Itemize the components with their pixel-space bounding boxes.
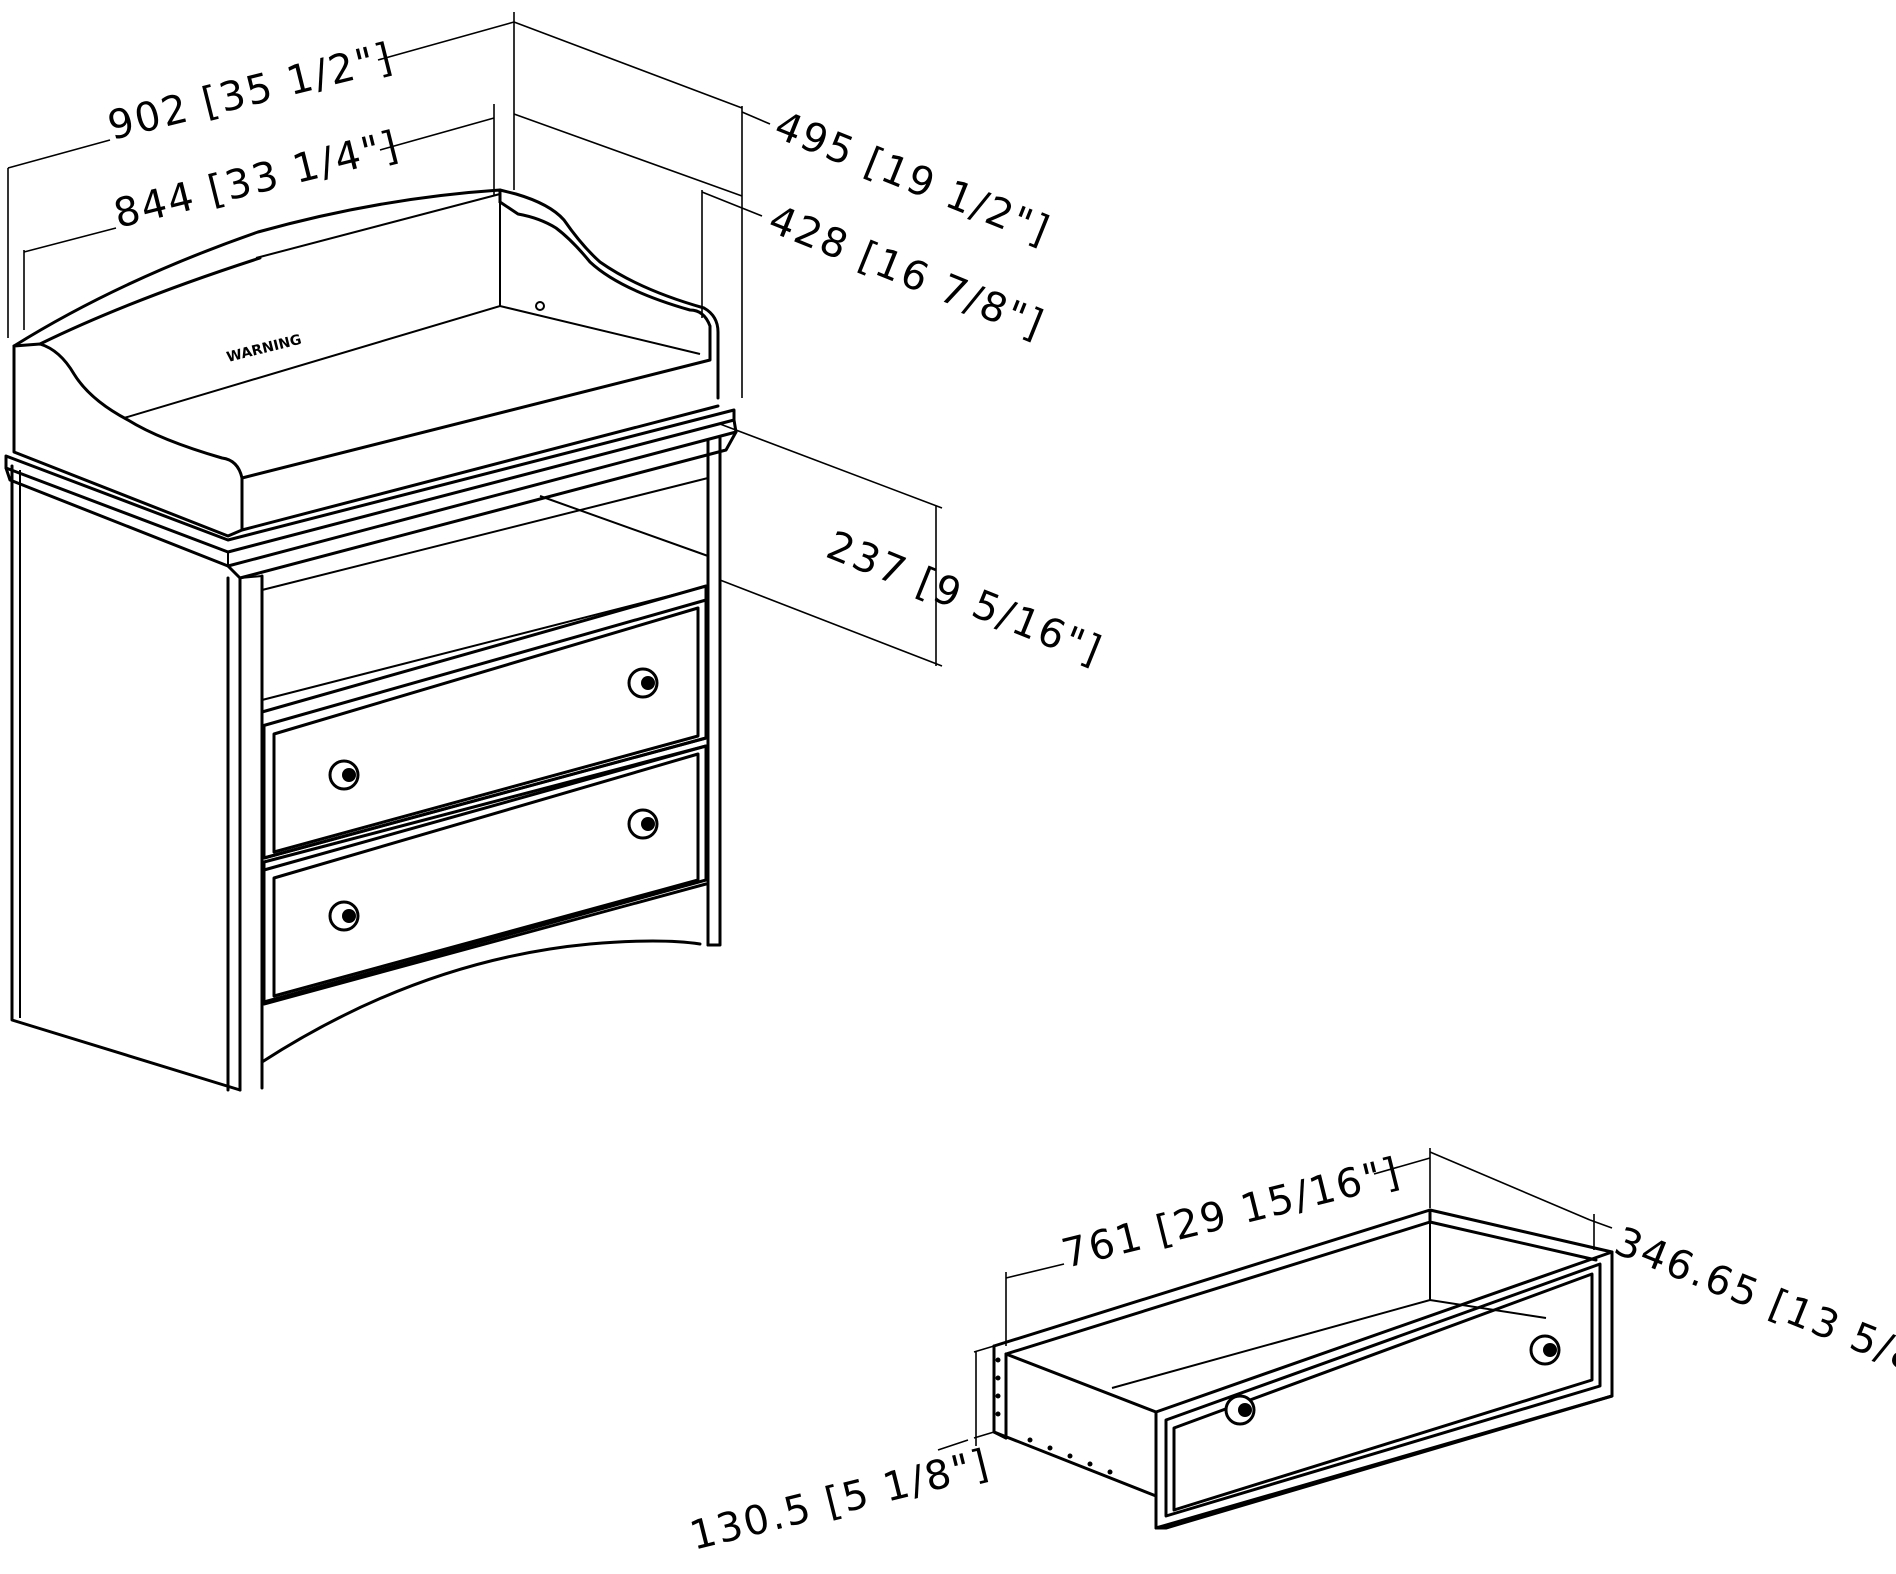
drawer-knob <box>328 900 360 932</box>
dimension-drawer-height: 130.5 [5 1/8"] <box>685 1441 994 1560</box>
drawer-knob <box>1529 1334 1561 1366</box>
dimension-drawer-width: 761 [29 15/16"] <box>1057 1149 1405 1278</box>
table-left-side-panel <box>10 464 242 1092</box>
changing-tray <box>12 342 244 538</box>
table-dimension-lines <box>7 12 943 667</box>
drawer-knob <box>1224 1394 1256 1426</box>
upper-drawer <box>260 584 708 864</box>
bottom-apron <box>260 939 702 1064</box>
separate-drawer <box>992 1208 1614 1530</box>
changing-table: WARNING <box>4 188 738 1092</box>
lower-drawer <box>262 744 708 1006</box>
drawer-knob <box>328 759 360 791</box>
drawer-knob <box>627 808 659 840</box>
warning-label: WARNING <box>225 332 303 366</box>
drawer-dimension-lines <box>937 1148 1613 1451</box>
drawer-knob <box>627 667 659 699</box>
dimension-shelf-height: 237 [9 5/16"] <box>820 523 1109 675</box>
dimension-drawer-depth: 346.65 [13 5/8"] <box>1608 1219 1896 1397</box>
